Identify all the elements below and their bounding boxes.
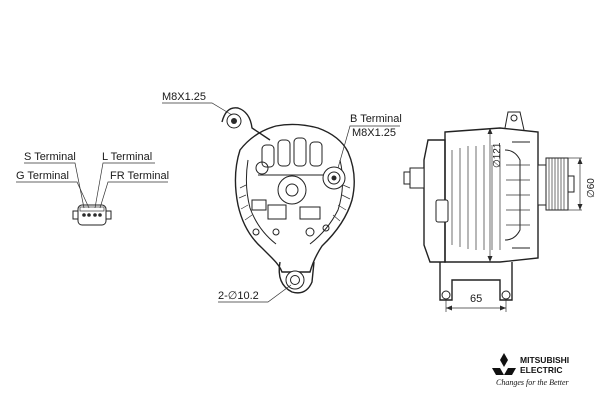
dim-65-label: 65 [470,293,482,305]
dimension-lines [445,128,583,312]
brand-name-line1: MITSUBISHI [520,355,569,365]
b-terminal-thread-label: M8X1.25 [352,127,396,139]
mitsubishi-logo-icon [492,353,516,375]
brand-tagline: Changes for the Better [496,378,570,387]
fr-terminal-label: FR Terminal [110,170,169,182]
dim-121-label: ∅121 [492,142,503,168]
dim-60-label: ∅60 [586,178,597,198]
s-terminal-label: S Terminal [24,151,76,163]
brand-name-line2: ELECTRIC [520,365,563,375]
l-terminal-label: L Terminal [102,151,152,163]
alternator-side-view [403,111,575,301]
bolt-thread-label: M8X1.25 [162,91,206,103]
b-terminal-leader [337,125,400,169]
connector-plug [72,204,112,226]
alternator-front-view [221,107,355,294]
b-terminal-label: B Terminal [350,113,402,125]
mount-hole-leader [218,284,292,303]
mount-hole-label: 2-∅10.2 [218,290,259,302]
bolt-leader [162,102,233,116]
g-terminal-label: G Terminal [16,170,69,182]
terminal-leaders [16,162,168,209]
